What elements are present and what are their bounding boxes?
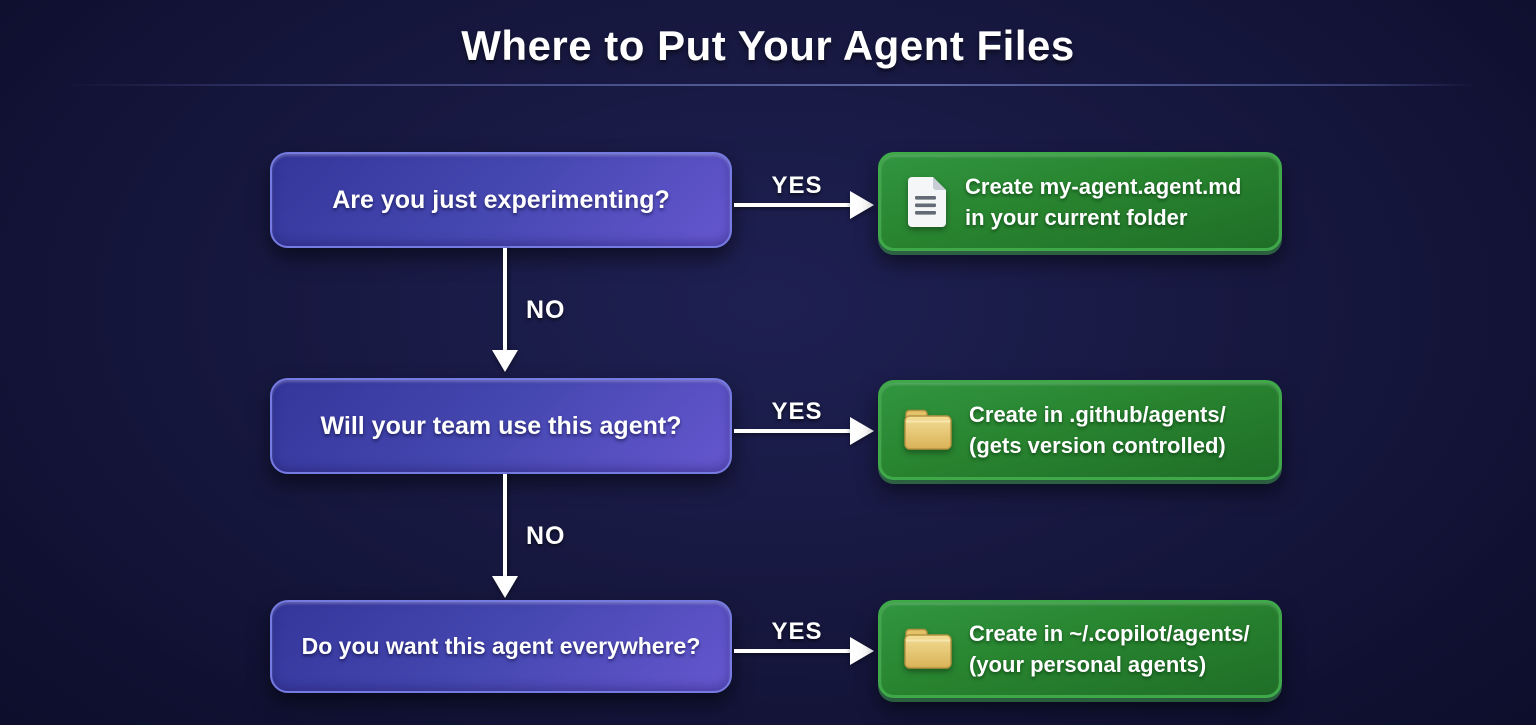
question-box-experimenting: Are you just experimenting? xyxy=(270,152,732,248)
arrow-line xyxy=(734,203,852,207)
yes-arrow-row3: YES xyxy=(734,618,874,682)
result-text: Create my-agent.agent.md in your current… xyxy=(965,171,1241,233)
question-text: Are you just experimenting? xyxy=(332,185,670,214)
result-box-github-agents: Create in .github/agents/ (gets version … xyxy=(878,380,1282,480)
arrow-down-icon xyxy=(492,350,518,372)
arrow-line xyxy=(503,474,507,578)
folder-icon xyxy=(903,627,953,671)
yes-arrow-row1: YES xyxy=(734,172,874,236)
no-arrow-row1: NO xyxy=(492,248,582,374)
question-text: Do you want this agent everywhere? xyxy=(301,633,701,659)
folder-icon xyxy=(903,408,953,452)
result-line-2: in your current folder xyxy=(965,204,1188,230)
no-label: NO xyxy=(526,522,566,550)
yes-label: YES xyxy=(771,172,823,199)
result-line-1: Create in ~/.copilot/agents/ xyxy=(969,621,1250,646)
result-box-copilot-agents: Create in ~/.copilot/agents/ (your perso… xyxy=(878,600,1282,698)
arrow-line xyxy=(734,649,852,653)
yes-label: YES xyxy=(771,398,823,425)
question-text: Will your team use this agent? xyxy=(320,411,682,440)
result-line-1: Create in .github/agents/ xyxy=(969,402,1226,427)
result-line-2: (your personal agents) xyxy=(969,652,1207,677)
yes-arrow-row2: YES xyxy=(734,398,874,462)
arrow-right-icon xyxy=(850,417,874,445)
question-box-agent-everywhere: Do you want this agent everywhere? xyxy=(270,600,732,693)
result-text: Create in .github/agents/ (gets version … xyxy=(969,399,1226,461)
arrow-right-icon xyxy=(850,191,874,219)
page-title: Where to Put Your Agent Files xyxy=(461,22,1075,69)
yes-label: YES xyxy=(771,618,823,645)
title-divider xyxy=(60,84,1476,86)
arrow-line xyxy=(734,429,852,433)
no-arrow-row2: NO xyxy=(492,474,582,600)
arrow-line xyxy=(503,248,507,352)
arrow-down-icon xyxy=(492,576,518,598)
result-text: Create in ~/.copilot/agents/ (your perso… xyxy=(969,618,1250,680)
question-box-team-use: Will your team use this agent? xyxy=(270,378,732,474)
result-line-1: Create my-agent.agent.md xyxy=(965,173,1242,199)
arrow-right-icon xyxy=(850,637,874,665)
result-box-current-folder: Create my-agent.agent.md in your current… xyxy=(878,152,1282,251)
document-icon xyxy=(903,176,949,228)
result-line-2: (gets version controlled) xyxy=(969,433,1226,458)
no-label: NO xyxy=(526,296,566,324)
